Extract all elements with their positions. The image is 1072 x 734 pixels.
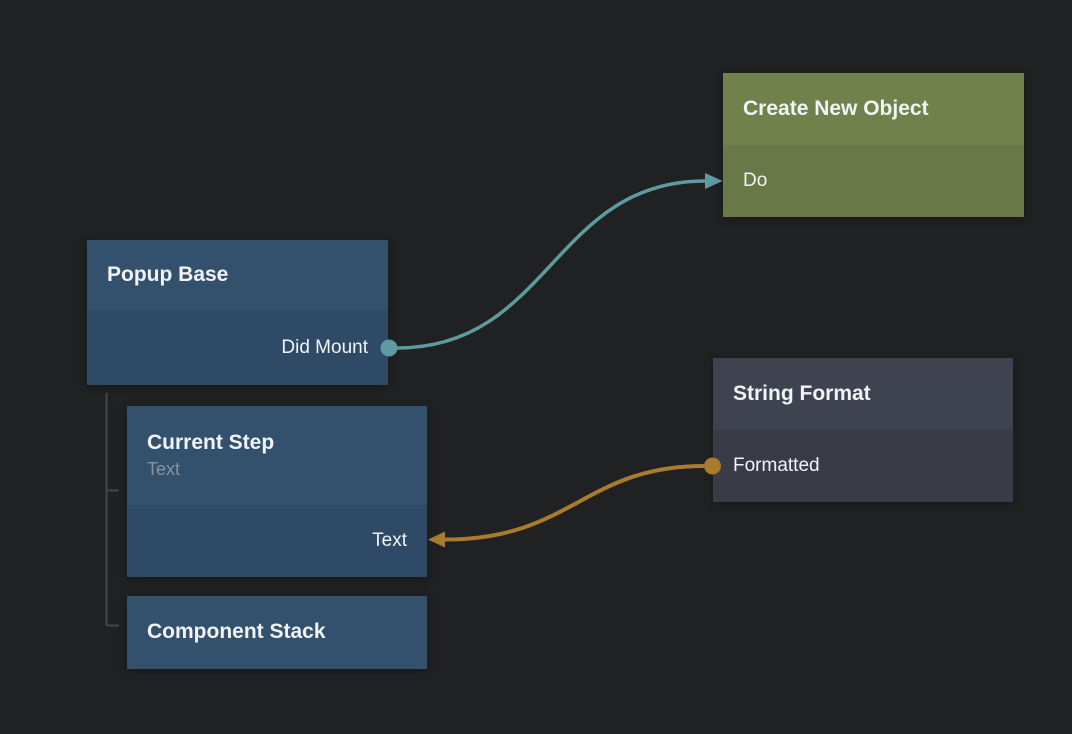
node-popup-base[interactable]: Popup Base Did Mount [87,240,388,385]
node-current-step-title: Current Step [147,431,275,455]
node-component-stack-header[interactable]: Component Stack [127,596,427,669]
port-row-did-mount[interactable]: Did Mount [87,310,388,385]
node-create-new-object-title: Create New Object [743,96,929,120]
port-label-did-mount: Did Mount [281,336,368,358]
port-label-do: Do [743,170,768,191]
node-component-stack-title: Component Stack [147,620,326,644]
wire-did-mount-to-do[interactable] [396,179,706,350]
wire-formatted-to-text[interactable] [444,464,705,542]
node-component-stack[interactable]: Component Stack [127,596,427,669]
node-string-format-title: String Format [733,381,871,405]
node-current-step-header[interactable]: Current Step Text [127,406,427,505]
arrowhead-do-input [705,173,723,189]
node-popup-base-title: Popup Base [107,262,229,286]
node-current-step[interactable]: Current Step Text Text [127,406,427,577]
node-create-new-object[interactable]: Create New Object Do [723,73,1024,217]
hierarchy-connector-lines [105,393,119,627]
node-string-format[interactable]: String Format Formatted [713,358,1013,502]
port-row-formatted[interactable]: Formatted [713,430,1013,502]
node-create-new-object-header[interactable]: Create New Object [723,73,1024,145]
port-dot-did-mount[interactable] [380,339,398,357]
port-row-text[interactable]: Text [127,505,427,577]
port-row-do[interactable]: Do [723,145,1024,217]
node-string-format-header[interactable]: String Format [713,358,1013,430]
port-label-text: Text [372,530,407,551]
port-dot-formatted[interactable] [704,457,721,475]
node-popup-base-header[interactable]: Popup Base [87,240,388,310]
port-label-formatted: Formatted [733,455,820,476]
node-current-step-subtitle: Text [147,458,181,479]
arrowhead-text-input [428,531,445,548]
